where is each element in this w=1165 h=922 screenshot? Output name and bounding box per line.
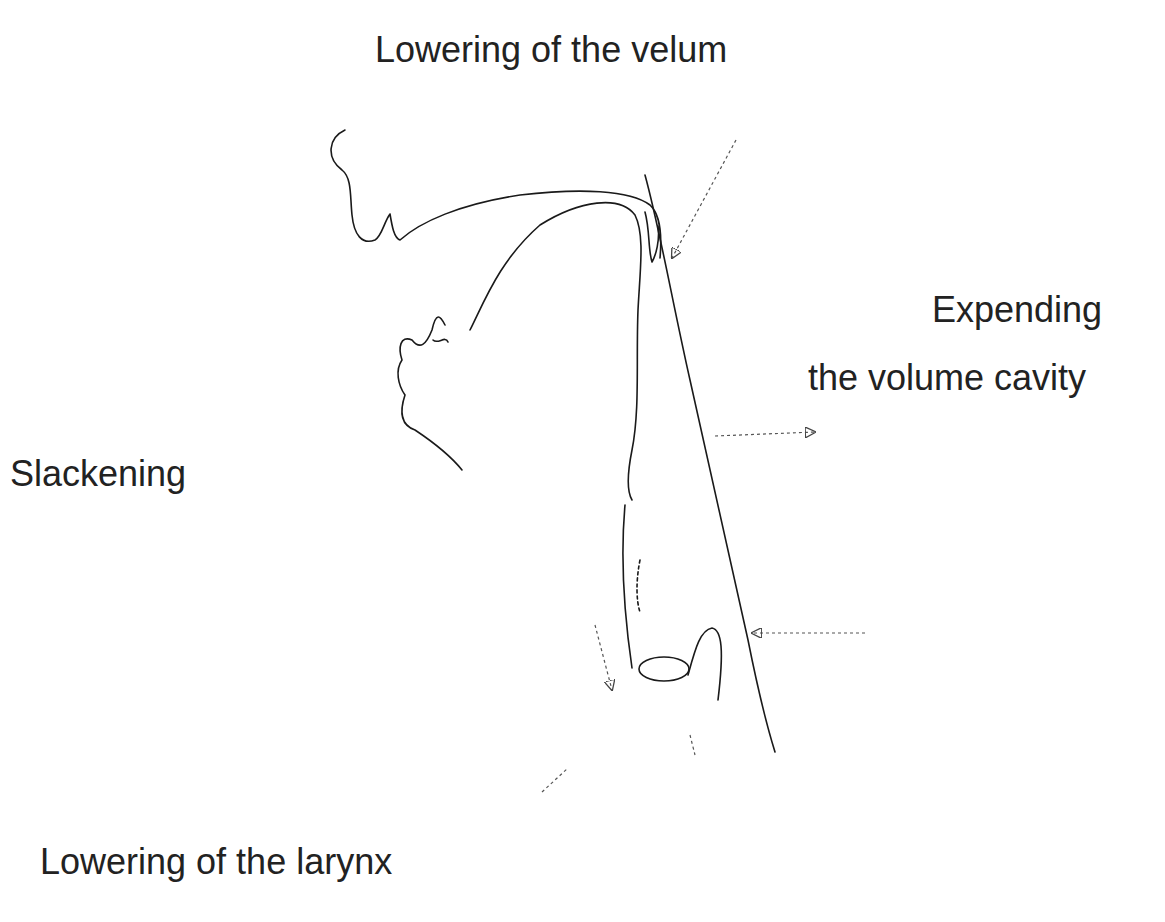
annotation-label: Lowering of the larynx <box>40 840 392 883</box>
annotation-label: Lowering of the velum <box>375 28 727 71</box>
annotation-label: the volume cavity <box>808 356 1086 399</box>
annotation-label: Slackening <box>10 452 186 495</box>
annotation-label: Expending <box>932 288 1102 331</box>
